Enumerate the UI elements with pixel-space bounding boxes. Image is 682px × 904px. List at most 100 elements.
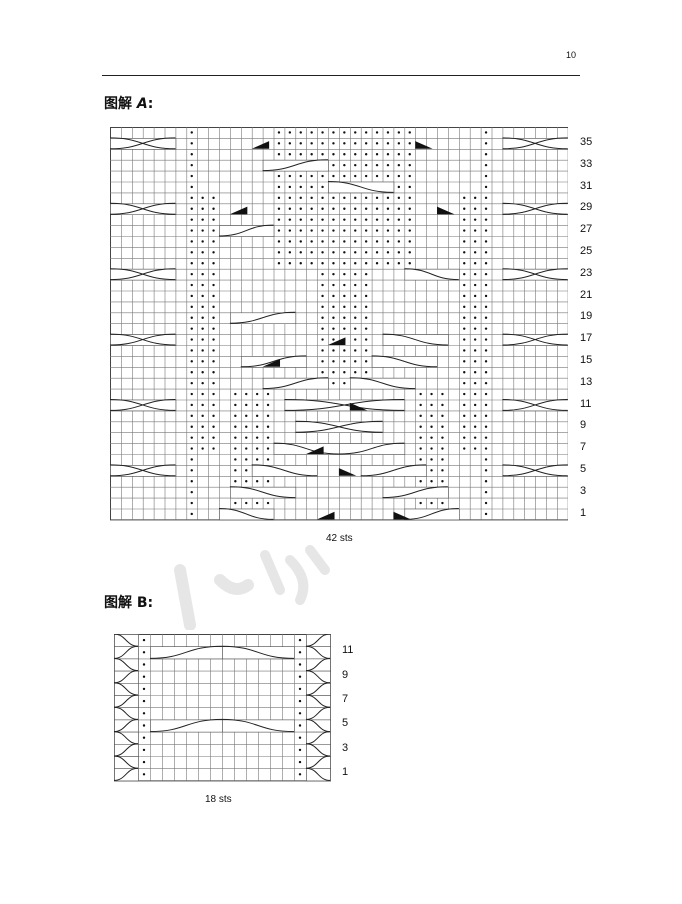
purl-dot	[354, 283, 357, 287]
purl-dot	[266, 425, 270, 428]
purl-dot	[190, 196, 193, 200]
purl-dot	[332, 327, 335, 330]
purl-dot	[321, 240, 324, 243]
purl-dot	[190, 185, 193, 189]
purl-dot	[298, 724, 302, 727]
purl-dot	[441, 447, 444, 450]
purl-dot	[343, 218, 346, 221]
cable-line	[305, 645, 331, 659]
cable-line	[149, 645, 223, 659]
purl-dot	[386, 131, 390, 134]
purl-dot	[354, 207, 357, 210]
cable-wedge	[306, 446, 324, 454]
purl-dot	[212, 371, 215, 374]
purl-dot	[354, 196, 357, 200]
purl-dot	[397, 207, 401, 210]
purl-dot	[430, 392, 433, 396]
purl-dot	[255, 425, 259, 428]
purl-dot	[364, 316, 368, 319]
purl-dot	[299, 262, 302, 265]
chart-b-stitch-count: 18 sts	[205, 794, 232, 805]
purl-dot	[484, 305, 488, 309]
purl-dot	[343, 327, 346, 330]
cable-line	[114, 670, 139, 684]
purl-dot	[386, 262, 390, 265]
purl-dot	[266, 458, 270, 461]
purl-dot	[299, 240, 302, 243]
purl-dot	[473, 305, 477, 309]
purl-dot	[354, 218, 357, 221]
purl-dot	[484, 392, 488, 396]
purl-dot	[441, 414, 444, 418]
chart-a-row-label: 19	[580, 310, 593, 323]
purl-dot	[463, 360, 466, 363]
cable-cell	[306, 756, 331, 769]
purl-dot	[386, 174, 390, 178]
purl-dot	[212, 316, 215, 319]
purl-dot	[212, 229, 215, 232]
purl-dot	[484, 381, 488, 385]
purl-dot	[245, 414, 248, 418]
purl-dot	[408, 229, 411, 232]
purl-dot	[288, 218, 292, 221]
purl-dot	[142, 773, 146, 776]
purl-dot	[364, 218, 368, 221]
purl-dot	[299, 131, 302, 134]
chart-a-row-label: 35	[580, 135, 593, 148]
purl-dot	[473, 294, 477, 298]
purl-dot	[255, 392, 259, 396]
purl-dot	[201, 349, 204, 352]
purl-dot	[484, 403, 488, 407]
purl-dot	[212, 240, 215, 243]
purl-dot	[430, 436, 433, 439]
purl-dot	[473, 381, 477, 385]
purl-dot	[386, 229, 390, 232]
purl-dot	[386, 196, 390, 200]
purl-dot	[484, 501, 488, 505]
purl-dot	[332, 163, 335, 167]
purl-dot	[354, 305, 357, 309]
cable-cell	[262, 159, 329, 172]
purl-dot	[234, 501, 237, 505]
purl-dot	[364, 338, 368, 341]
purl-dot	[310, 131, 313, 134]
cable-line	[404, 508, 459, 520]
purl-dot	[310, 240, 313, 243]
cable-line	[221, 718, 295, 733]
purl-dot	[408, 196, 411, 200]
cable-cell	[114, 744, 139, 757]
purl-dot	[484, 131, 488, 134]
cable-line	[382, 333, 448, 346]
purl-dot	[310, 153, 313, 156]
purl-dot	[473, 283, 477, 287]
cable-line	[305, 670, 331, 684]
purl-dot	[277, 240, 281, 243]
cable-line	[221, 645, 295, 659]
purl-dot	[142, 638, 146, 642]
purl-dot	[484, 283, 488, 287]
purl-dot	[321, 153, 324, 156]
purl-dot	[321, 229, 324, 232]
purl-dot	[397, 240, 401, 243]
purl-dot	[277, 218, 281, 221]
purl-dot	[190, 381, 193, 385]
purl-dot	[463, 349, 466, 352]
chart-a-row-label: 17	[580, 332, 593, 345]
purl-dot	[463, 305, 466, 309]
purl-dot	[201, 240, 204, 243]
purl-dot	[212, 447, 215, 450]
purl-dot	[332, 196, 335, 200]
cable-line	[114, 645, 139, 659]
cable-line	[305, 657, 331, 672]
purl-dot	[298, 638, 302, 642]
purl-dot	[484, 218, 488, 221]
purl-dot	[321, 360, 324, 363]
purl-dot	[397, 131, 401, 134]
purl-dot	[408, 207, 411, 210]
chart-a-row-label: 15	[580, 353, 593, 366]
purl-dot	[343, 294, 346, 298]
purl-dot	[419, 414, 422, 418]
purl-dot	[343, 272, 346, 276]
chart-a-row-label: 31	[580, 179, 593, 192]
purl-dot	[473, 272, 477, 276]
